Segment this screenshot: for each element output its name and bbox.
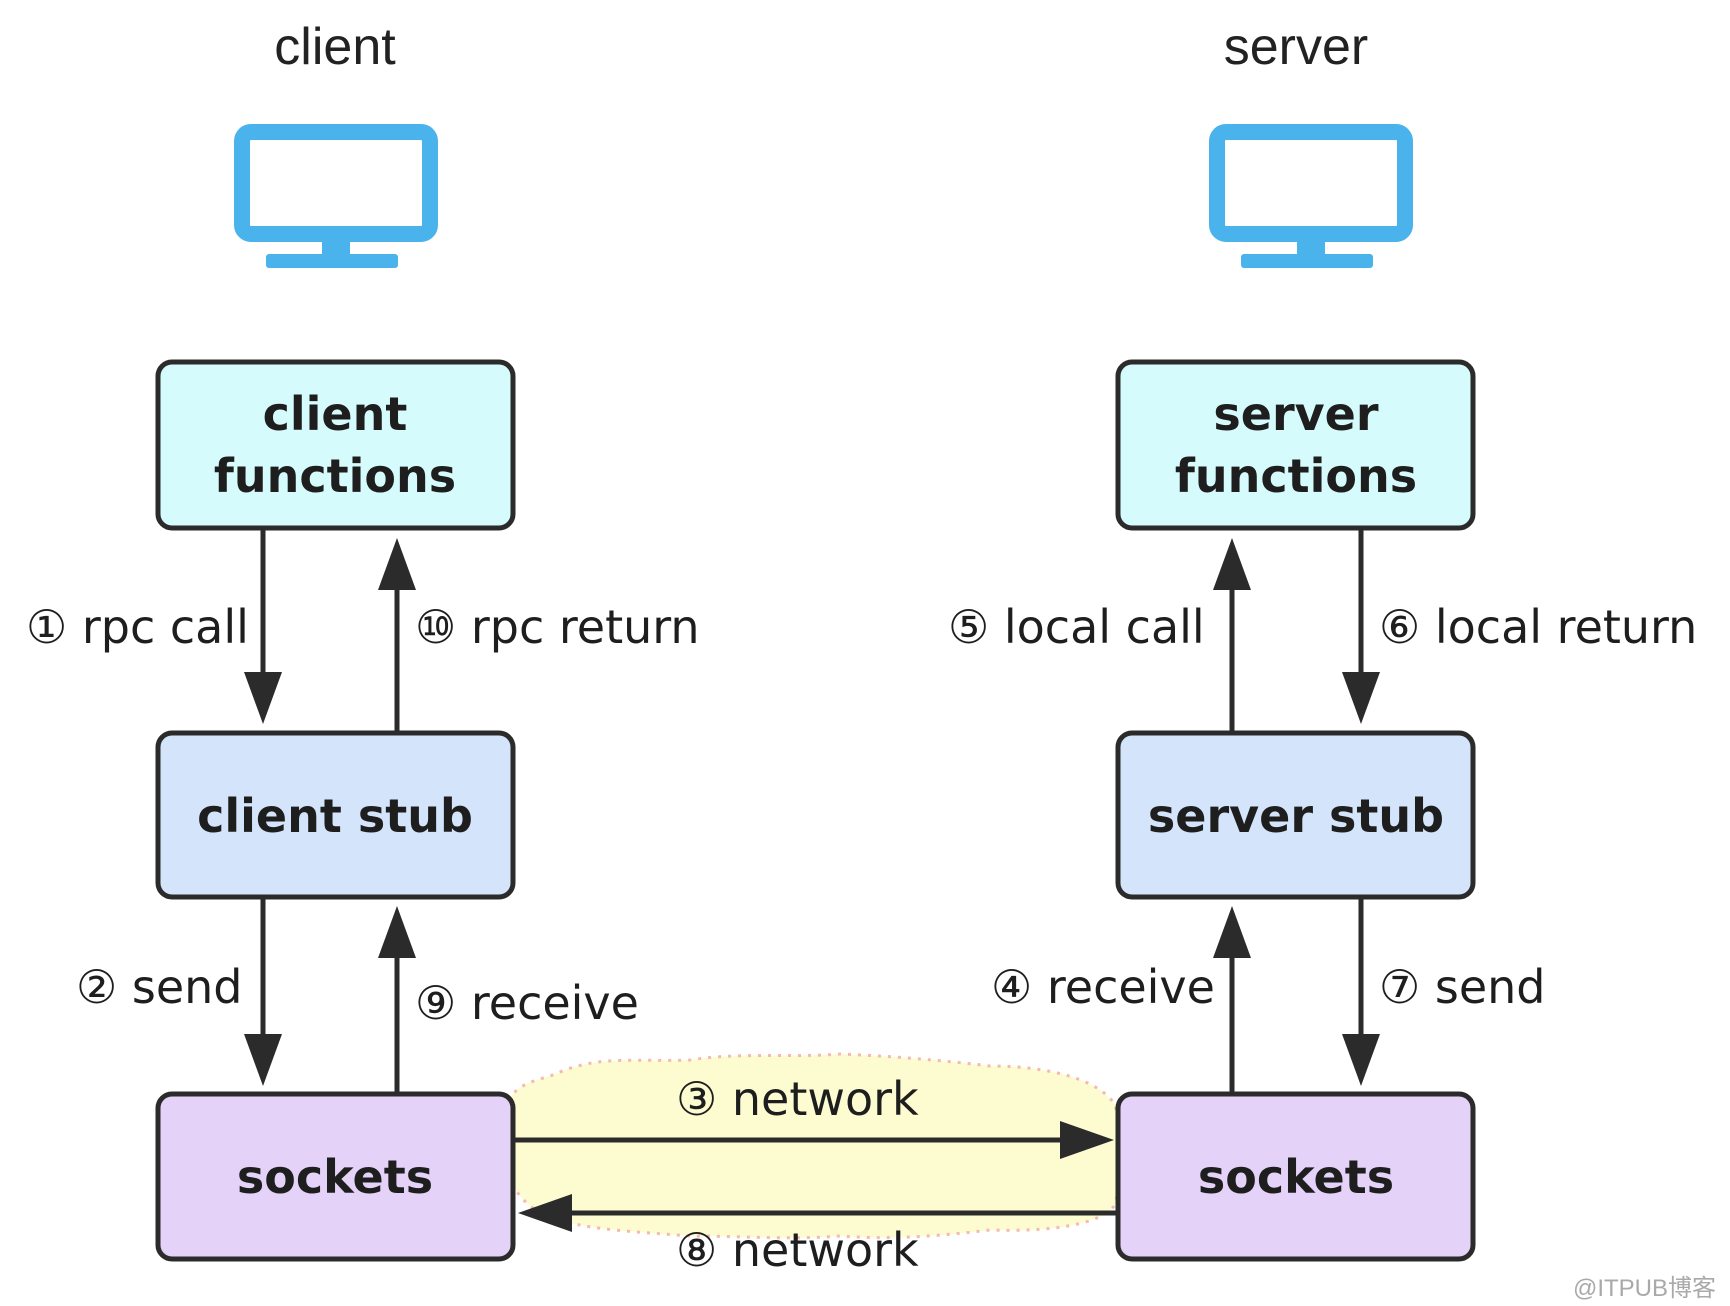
network-cloud xyxy=(503,1052,1122,1240)
server-receive-arrow xyxy=(1213,906,1251,1092)
client-sockets-label: sockets xyxy=(237,1150,433,1204)
watermark: @ITPUB博客 xyxy=(1573,1275,1716,1302)
network-forward-arrow xyxy=(515,1121,1114,1159)
client-title: client xyxy=(274,18,396,76)
network-back-arrow xyxy=(518,1194,1116,1232)
server-functions-label-2: functions xyxy=(1175,449,1417,503)
client-sockets-box xyxy=(155,1091,516,1262)
step-network-back-label: ⑧ network xyxy=(676,1223,919,1277)
step-local-return-label: ⑥ local return xyxy=(1379,600,1697,654)
client-stub-label: client stub xyxy=(197,789,473,843)
step-rpc-return-label: ⑩ rpc return xyxy=(415,600,700,654)
step-server-receive-label: ④ receive xyxy=(991,960,1215,1014)
rpc-return-arrow xyxy=(378,538,416,731)
step-local-call-label: ⑤ local call xyxy=(948,600,1205,654)
server-title: server xyxy=(1224,18,1368,76)
step-client-receive-label: ⑨ receive xyxy=(415,976,639,1030)
client-functions-label-1: client xyxy=(263,387,408,441)
client-send-arrow xyxy=(244,899,282,1086)
local-call-arrow xyxy=(1213,538,1251,731)
server-functions-label-1: server xyxy=(1213,387,1378,441)
server-sockets-label: sockets xyxy=(1198,1150,1394,1204)
client-receive-arrow xyxy=(378,906,416,1092)
server-sockets-box xyxy=(1115,1091,1476,1262)
server-stub-label: server stub xyxy=(1148,789,1444,843)
monitor-icon xyxy=(1209,124,1413,268)
client-stub-box xyxy=(155,730,516,900)
local-return-arrow xyxy=(1342,530,1380,724)
step-server-send-label: ⑦ send xyxy=(1379,960,1545,1014)
monitor-icon xyxy=(234,124,438,268)
client-functions-box xyxy=(155,359,516,531)
step-network-forward-label: ③ network xyxy=(676,1072,919,1126)
rpc-call-arrow xyxy=(244,530,282,724)
server-functions-box xyxy=(1115,359,1476,531)
client-functions-label-2: functions xyxy=(214,449,456,503)
step-rpc-call-label: ① rpc call xyxy=(26,600,249,654)
step-client-send-label: ② send xyxy=(76,960,242,1014)
server-send-arrow xyxy=(1342,899,1380,1086)
server-stub-box xyxy=(1115,730,1476,900)
